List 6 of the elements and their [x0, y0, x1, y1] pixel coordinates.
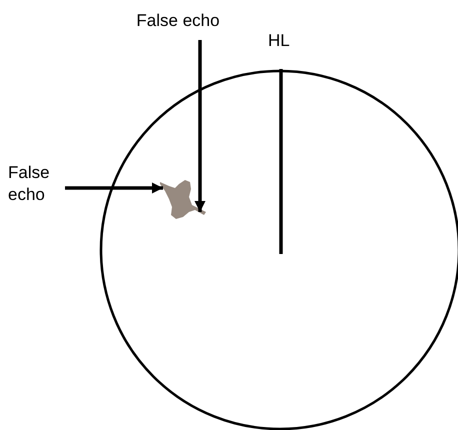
- arrow: [194, 40, 206, 212]
- arrow: [65, 182, 163, 194]
- callout-label: False echo: [118, 10, 238, 34]
- heading-label: HL: [268, 30, 290, 52]
- callout-label: False echo: [8, 162, 68, 208]
- echo-blob: [159, 179, 207, 219]
